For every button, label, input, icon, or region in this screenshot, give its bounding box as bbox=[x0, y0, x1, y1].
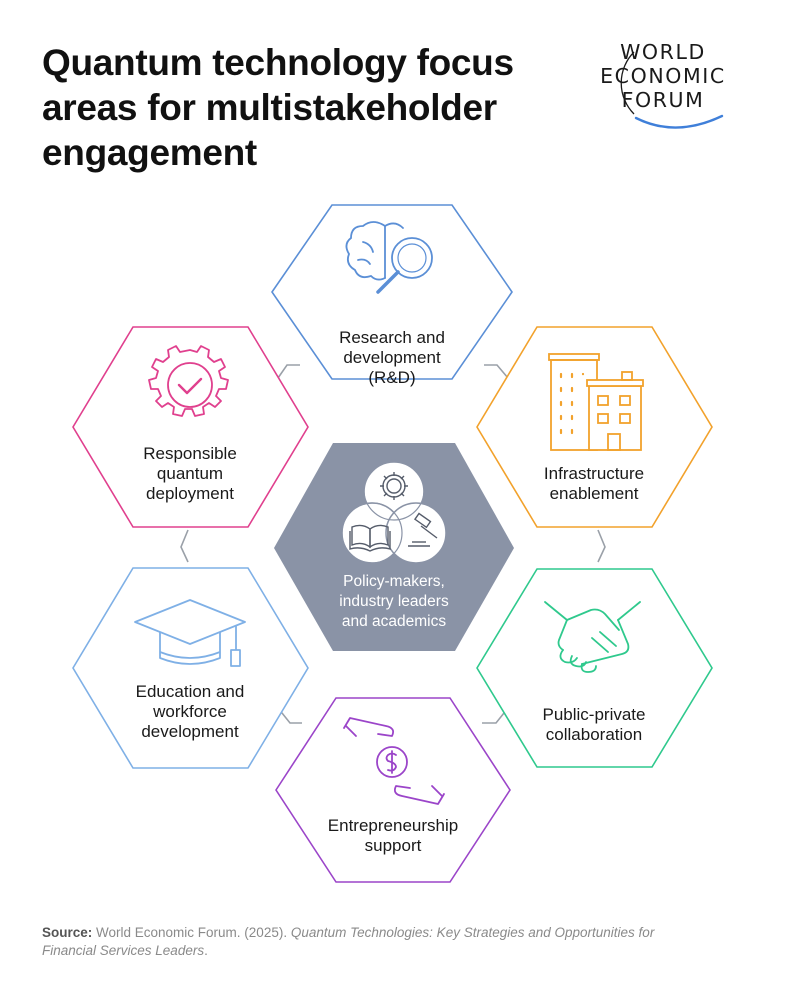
hex-responsible bbox=[72, 326, 309, 528]
focus-areas-diagram: Research and development (R&D) Infrastru… bbox=[0, 190, 800, 900]
hex-public-private bbox=[476, 568, 713, 768]
center-label: Policy-makers, industry leaders and acad… bbox=[339, 573, 449, 630]
buildings-icon bbox=[548, 353, 644, 451]
wef-logo-arc bbox=[620, 51, 724, 129]
graduation-cap-icon bbox=[134, 599, 246, 667]
brain-magnifier-icon bbox=[345, 221, 433, 294]
label-public-private: Public-private collaboration bbox=[542, 705, 646, 744]
hex-entrepreneurship bbox=[275, 697, 511, 883]
hex-rd bbox=[271, 204, 513, 380]
hex-education bbox=[72, 567, 309, 769]
label-education: Education and workforce development bbox=[135, 682, 245, 741]
book-icon bbox=[349, 524, 391, 552]
connector-rd-responsible bbox=[277, 364, 300, 379]
connector-education-entrepreneurship bbox=[277, 707, 302, 724]
page-title: Quantum technology focus areas for multi… bbox=[42, 42, 514, 173]
wef-logo-text: WORLD ECONOMIC FORUM bbox=[600, 40, 726, 112]
wef-logo: WORLD ECONOMIC FORUM bbox=[588, 40, 768, 130]
label-rd: Research and development (R&D) bbox=[339, 328, 445, 387]
gavel-icon bbox=[408, 512, 438, 547]
connector-responsible-education bbox=[180, 529, 189, 563]
label-entrepreneurship: Entrepreneurship support bbox=[327, 816, 459, 855]
hex-graphics bbox=[72, 204, 713, 883]
gear-check-icon bbox=[148, 345, 229, 417]
gear-icon bbox=[380, 472, 408, 500]
source-citation: Source: World Economic Forum. (2025). Qu… bbox=[42, 925, 655, 958]
handshake-icon bbox=[544, 601, 641, 673]
label-responsible: Responsible quantum deployment bbox=[143, 444, 237, 503]
venn-stakeholders-icon bbox=[341, 459, 447, 564]
hand-coin-icon bbox=[343, 717, 445, 805]
label-infrastructure: Infrastructure enablement bbox=[543, 464, 645, 503]
connector-infrastructure-public bbox=[597, 529, 606, 563]
connector-rd-infrastructure bbox=[484, 364, 509, 379]
